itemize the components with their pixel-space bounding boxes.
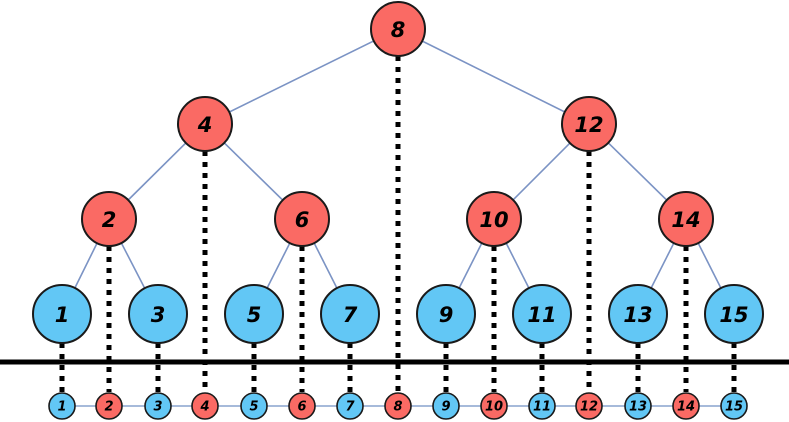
tree-node-label-8: 8 (391, 18, 406, 42)
array-node-label-5: 5 (249, 400, 258, 415)
array-node-label-10: 10 (485, 400, 503, 415)
tree-node-label-10: 10 (479, 208, 508, 232)
array-node-label-2: 2 (104, 400, 113, 415)
tree-node-circle-7[interactable] (320, 284, 380, 344)
array-node-circle-8[interactable] (384, 392, 412, 420)
array-node-circle-3[interactable] (144, 392, 172, 420)
array-node-label-4: 4 (199, 400, 209, 415)
array-node-label-12: 12 (580, 400, 598, 415)
tree-node-13[interactable]: 13 (608, 284, 668, 344)
tree-node-label-14: 14 (671, 208, 700, 232)
array-node-13[interactable]: 13 (624, 392, 652, 420)
array-node-circle-14[interactable] (672, 392, 700, 420)
tree-node-circle-8[interactable] (370, 1, 426, 57)
array-node-9[interactable]: 9 (432, 392, 460, 420)
tree-node-7[interactable]: 7 (320, 284, 380, 344)
tree-node-label-6: 6 (295, 208, 310, 232)
tree-node-14[interactable]: 14 (658, 191, 714, 247)
tree-node-circle-11[interactable] (512, 284, 572, 344)
tree-node-label-11: 11 (527, 303, 556, 327)
array-node-circle-13[interactable] (624, 392, 652, 420)
tree-edge-8-12 (397, 28, 590, 125)
tree-node-2[interactable]: 2 (81, 191, 137, 247)
array-node-4[interactable]: 4 (191, 392, 219, 420)
array-node-1[interactable]: 1 (48, 392, 76, 420)
tree-node-circle-1[interactable] (32, 284, 92, 344)
array-node-label-1: 1 (57, 400, 66, 415)
tree-node-circle-12[interactable] (561, 96, 617, 152)
array-node-6[interactable]: 6 (288, 392, 316, 420)
array-node-2[interactable]: 2 (95, 392, 123, 420)
tree-node-10[interactable]: 10 (466, 191, 522, 247)
array-node-label-14: 14 (677, 400, 695, 415)
tree-node-circle-13[interactable] (608, 284, 668, 344)
array-node-label-13: 13 (629, 400, 647, 415)
tree-node-11[interactable]: 11 (512, 284, 572, 344)
tree-node-label-12: 12 (574, 113, 603, 137)
tree-node-label-15: 15 (719, 303, 748, 327)
tree-edge-8-4 (204, 28, 399, 125)
array-node-label-7: 7 (345, 400, 355, 415)
tree-node-5[interactable]: 5 (224, 284, 284, 344)
tree-node-label-4: 4 (197, 113, 213, 137)
tree-node-label-1: 1 (55, 303, 70, 327)
tree-node-circle-2[interactable] (81, 191, 137, 247)
tree-node-1[interactable]: 1 (32, 284, 92, 344)
drop-lines-group (59, 56, 737, 392)
array-node-circle-2[interactable] (95, 392, 123, 420)
array-node-7[interactable]: 7 (336, 392, 364, 420)
array-node-label-3: 3 (153, 400, 162, 415)
tree-node-4[interactable]: 4 (177, 96, 233, 152)
tree-node-circle-9[interactable] (416, 284, 476, 344)
array-node-circle-12[interactable] (575, 392, 603, 420)
array-node-circle-10[interactable] (480, 392, 508, 420)
tree-node-label-5: 5 (247, 303, 262, 327)
tree-node-label-2: 2 (102, 208, 117, 232)
tree-node-circle-15[interactable] (704, 284, 764, 344)
array-node-label-9: 9 (441, 400, 450, 415)
tree-node-3[interactable]: 3 (128, 284, 188, 344)
tree-node-circle-6[interactable] (274, 191, 330, 247)
tree-node-circle-3[interactable] (128, 284, 188, 344)
tree-node-label-9: 9 (439, 303, 454, 327)
array-node-circle-4[interactable] (191, 392, 219, 420)
array-node-circle-7[interactable] (336, 392, 364, 420)
array-node-circle-11[interactable] (528, 392, 556, 420)
array-node-5[interactable]: 5 (240, 392, 268, 420)
array-node-circle-5[interactable] (240, 392, 268, 420)
array-node-12[interactable]: 12 (575, 392, 603, 420)
tree-node-label-13: 13 (623, 303, 652, 327)
array-node-3[interactable]: 3 (144, 392, 172, 420)
tree-node-label-7: 7 (343, 303, 358, 327)
array-node-8[interactable]: 8 (384, 392, 412, 420)
array-node-circle-9[interactable] (432, 392, 460, 420)
tree-node-label-3: 3 (151, 303, 166, 327)
tree-node-9[interactable]: 9 (416, 284, 476, 344)
tree-node-6[interactable]: 6 (274, 191, 330, 247)
array-node-label-15: 15 (725, 400, 743, 415)
tree-node-12[interactable]: 12 (561, 96, 617, 152)
array-node-11[interactable]: 11 (528, 392, 556, 420)
array-node-14[interactable]: 14 (672, 392, 700, 420)
tree-node-8[interactable]: 8 (370, 1, 426, 57)
array-node-15[interactable]: 15 (720, 392, 748, 420)
array-node-circle-1[interactable] (48, 392, 76, 420)
tree-node-15[interactable]: 15 (704, 284, 764, 344)
array-node-10[interactable]: 10 (480, 392, 508, 420)
array-node-circle-6[interactable] (288, 392, 316, 420)
tree-node-circle-5[interactable] (224, 284, 284, 344)
array-node-label-6: 6 (297, 400, 306, 415)
array-node-label-8: 8 (393, 400, 402, 415)
tree-node-circle-10[interactable] (466, 191, 522, 247)
array-node-circle-15[interactable] (720, 392, 748, 420)
tree-node-circle-14[interactable] (658, 191, 714, 247)
array-node-label-11: 11 (533, 400, 551, 415)
tree-node-circle-4[interactable] (177, 96, 233, 152)
